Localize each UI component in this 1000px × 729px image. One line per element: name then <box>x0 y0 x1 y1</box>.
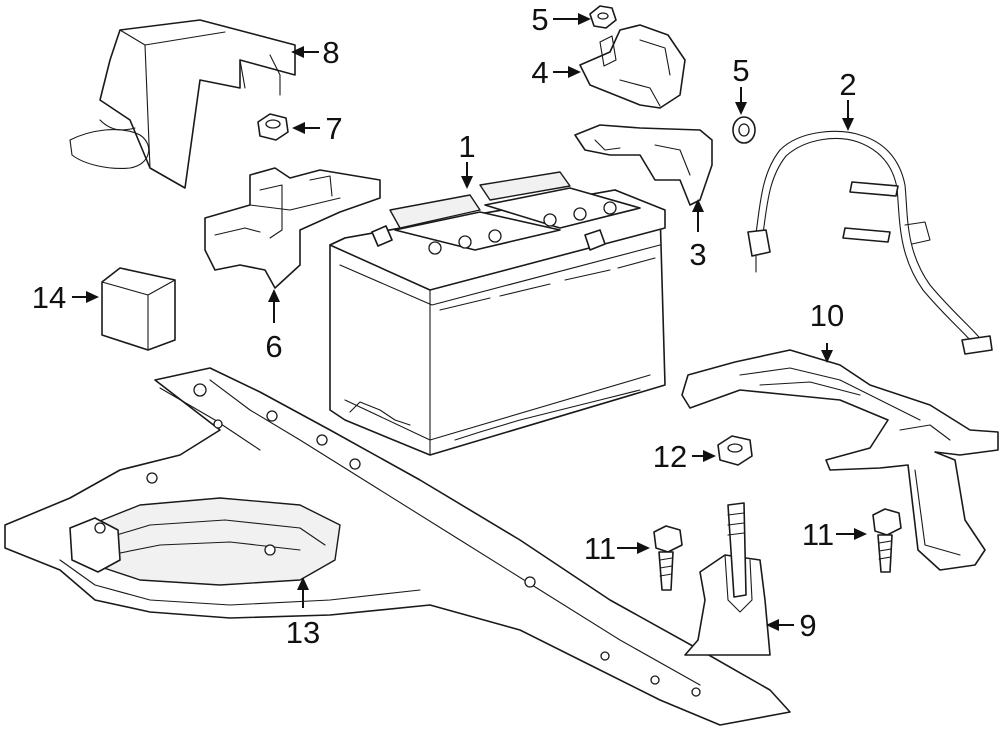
callout-13: 13 <box>286 615 320 650</box>
nut-part-7[interactable] <box>257 113 289 141</box>
callout-9: 9 <box>799 608 816 643</box>
callout-10: 10 <box>810 298 844 333</box>
bolt-part-11-left[interactable] <box>653 525 683 591</box>
terminal-part-4[interactable] <box>579 24 686 109</box>
callout-11-left: 11 <box>584 531 616 566</box>
leader-lines <box>72 13 867 631</box>
callout-8: 8 <box>322 35 339 70</box>
nut-part-5-top[interactable] <box>589 5 617 29</box>
bracket-part-6[interactable] <box>204 167 381 289</box>
floor-pan-part-13[interactable] <box>4 367 791 726</box>
callout-2: 2 <box>839 67 856 102</box>
tray-bracket-part-10[interactable] <box>681 349 999 571</box>
callout-6: 6 <box>265 329 282 364</box>
callout-5-top: 5 <box>531 2 548 37</box>
callout-labels: 1 2 3 4 5 5 6 7 8 9 10 11 11 12 13 14 <box>32 2 857 650</box>
washer-part-5-right[interactable] <box>732 116 756 144</box>
terminal-part-3[interactable] <box>574 124 713 206</box>
callout-14: 14 <box>32 280 66 315</box>
cable-part-2[interactable] <box>747 130 993 355</box>
bolt-part-11-right[interactable] <box>872 508 902 573</box>
block-part-14[interactable] <box>101 267 176 351</box>
callout-7: 7 <box>325 111 342 146</box>
callout-1: 1 <box>458 129 475 164</box>
callout-4: 4 <box>531 55 548 90</box>
callout-3: 3 <box>689 237 706 272</box>
callout-12: 12 <box>653 439 687 474</box>
battery-part-1[interactable] <box>329 171 666 456</box>
callout-11-right: 11 <box>802 517 834 552</box>
cover-part-8[interactable] <box>69 19 296 189</box>
hold-down-part-9[interactable] <box>684 502 771 656</box>
nut-part-12[interactable] <box>717 435 753 466</box>
callout-5-right: 5 <box>732 53 749 88</box>
